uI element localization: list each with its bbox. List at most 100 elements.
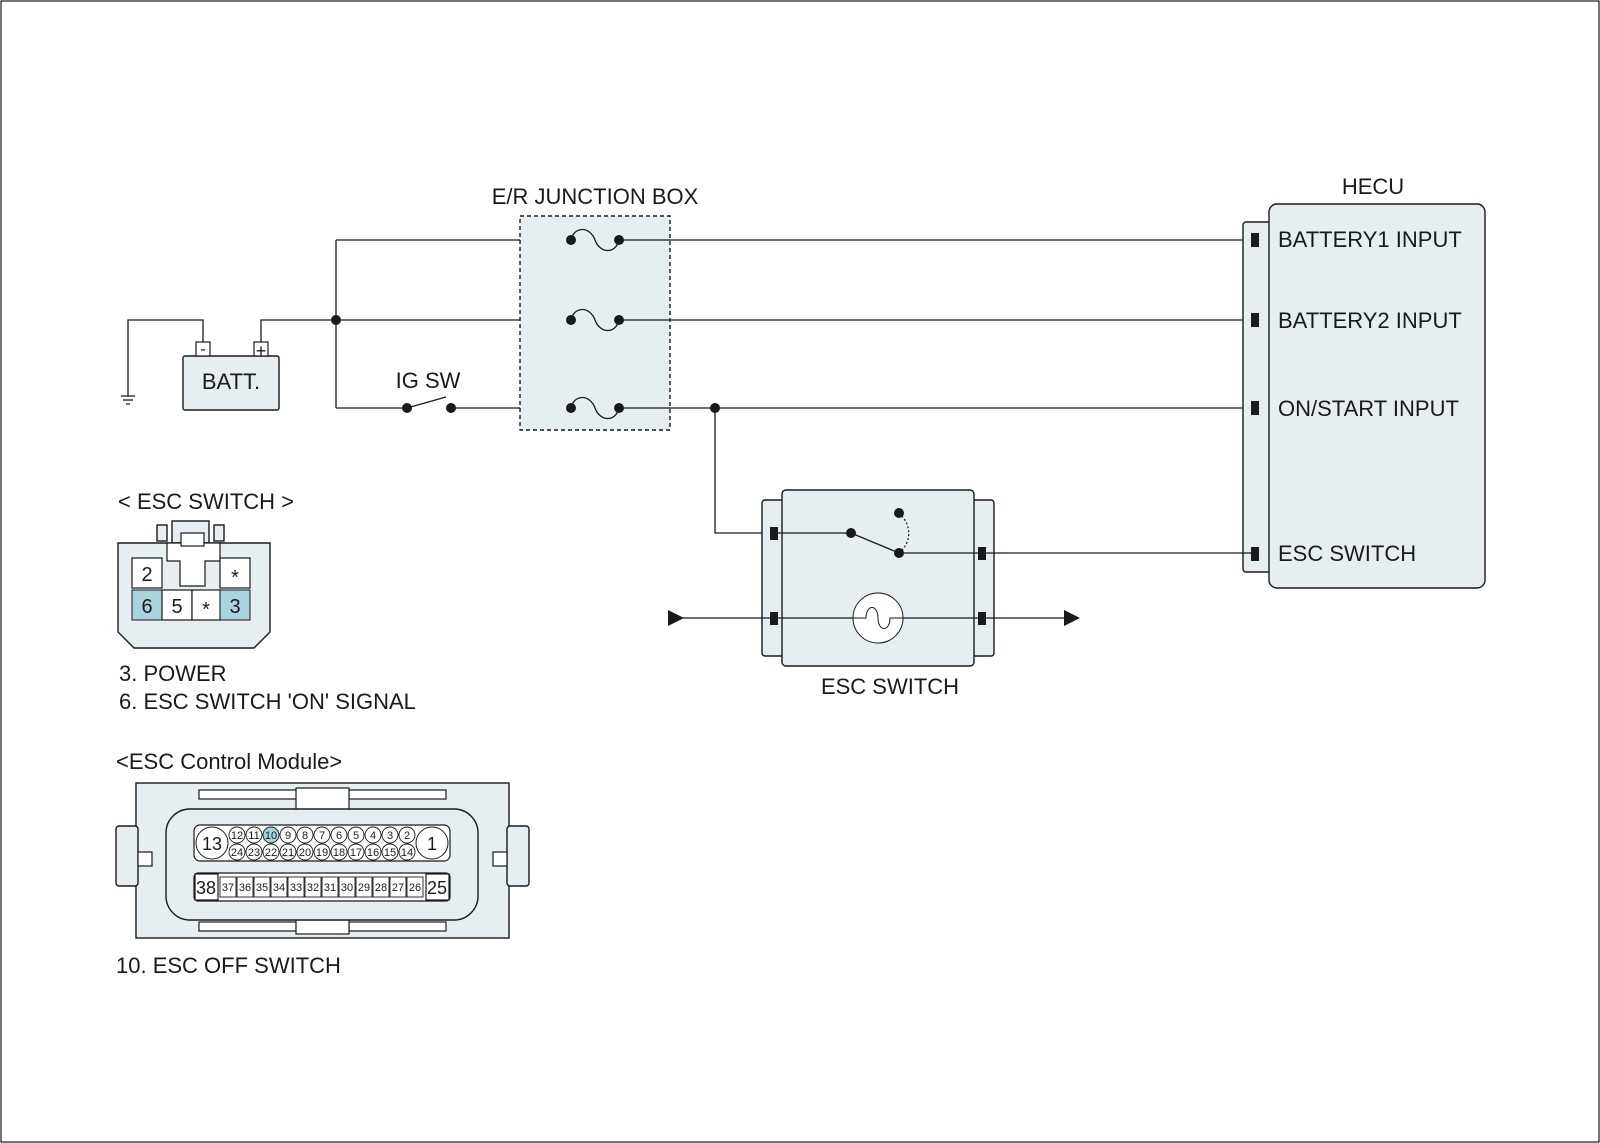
hecu-pin-on-start: ON/START INPUT (1278, 396, 1459, 421)
esc-module-pin: 35 (256, 882, 268, 894)
esc-module-pin: 30 (341, 882, 353, 894)
esc-module-pin: 17 (350, 847, 362, 859)
esc-switch-legend: 6. ESC SWITCH 'ON' SIGNAL (119, 689, 416, 714)
hecu-pin-terminal (1251, 547, 1259, 561)
arrow-out-icon (1064, 610, 1080, 626)
esc-switch-connector: < ESC SWITCH > 2 * 6 5 * 3 3. POWER 6. E… (117, 489, 416, 714)
esc-module-pin: 29 (358, 882, 370, 894)
esc-module-pin-shape (381, 826, 399, 844)
esc-module-pin-shape (381, 843, 399, 861)
esc-module-pin: 34 (273, 882, 285, 894)
esc-module-pin: 28 (375, 882, 387, 894)
battery: - + BATT. (182, 341, 280, 411)
battery-pos-label: + (256, 341, 267, 361)
battery-label: BATT. (202, 369, 260, 394)
esc-module-pin: 32 (307, 882, 319, 894)
esc-switch-label: ESC SWITCH (821, 674, 959, 699)
esc-switch-pin: 6 (141, 596, 152, 618)
hecu-pin-terminal (1251, 401, 1259, 415)
esc-switch-pin: * (231, 567, 239, 589)
esc-module-pin: 25 (427, 878, 447, 898)
esc-module-pin-shape (406, 876, 424, 898)
esc-module-pin-shape (253, 876, 271, 898)
esc-module-pin-shape (270, 876, 288, 898)
esc-module-pin: 4 (370, 830, 376, 842)
esc-module-pin: 6 (336, 830, 342, 842)
esc-module-pin: 37 (222, 882, 234, 894)
esc-module-pin: 7 (319, 830, 325, 842)
esc-module-pin-shape (219, 876, 237, 898)
esc-module-pin: 12 (231, 830, 243, 842)
esc-module-pin-shape (347, 826, 365, 844)
esc-switch-feed-wire (714, 408, 773, 534)
esc-module-pin-shape (321, 876, 339, 898)
esc-module-pin-shape (228, 843, 246, 861)
esc-module-pin: 2 (404, 830, 410, 842)
esc-module-pin: 20 (299, 847, 311, 859)
esc-module-pin: 23 (248, 847, 260, 859)
esc-module-pin-shape (262, 826, 280, 844)
esc-module-pin-shape (228, 826, 246, 844)
esc-module-pin: 13 (202, 834, 222, 854)
esc-module-pin-shape (262, 843, 280, 861)
esc-module-pin-shape (313, 826, 331, 844)
ground-symbol (121, 319, 204, 405)
esc-module-connector-title: <ESC Control Module> (116, 749, 342, 774)
esc-module-pin-shape (364, 826, 382, 844)
battery-neg-label: - (200, 341, 205, 358)
esc-module-pin-shape (389, 876, 407, 898)
esc-module-pin: 19 (316, 847, 328, 859)
esc-module-pin: 22 (265, 847, 277, 859)
esc-module-pin-shape (236, 876, 254, 898)
esc-module-pin: 11 (248, 830, 259, 842)
hecu-module: HECU BATTERY1 INPUT BATTERY2 INPUT ON/ST… (1242, 174, 1486, 589)
esc-module-pin-shape (296, 843, 314, 861)
esc-switch-terminal (770, 612, 778, 625)
esc-module-pin-shape (313, 843, 331, 861)
battery-positive-wire (260, 319, 336, 342)
esc-switch-terminal (978, 547, 986, 560)
hecu-pin-terminal (1251, 313, 1259, 327)
esc-module-pin: 33 (290, 882, 302, 894)
esc-module-pin-shape (338, 876, 356, 898)
esc-module-pin: 15 (384, 847, 396, 859)
hecu-pin-esc-switch: ESC SWITCH (1278, 541, 1416, 566)
hecu-title: HECU (1342, 174, 1404, 199)
esc-module-pin: 27 (392, 882, 404, 894)
esc-switch-connector-title: < ESC SWITCH > (118, 489, 294, 514)
hecu-pin-terminal (1251, 233, 1259, 247)
esc-switch-component: ESC SWITCH (761, 489, 995, 699)
esc-module-pin-shape (245, 826, 263, 844)
esc-module-pin-shape (296, 826, 314, 844)
esc-switch-pin: 5 (171, 596, 182, 618)
ig-sw-label: IG SW (396, 368, 461, 393)
esc-module-pin: 16 (367, 847, 379, 859)
esc-module-pin: 1 (427, 834, 437, 854)
esc-module-pin-shape (279, 843, 297, 861)
hecu-pin-battery1: BATTERY1 INPUT (1278, 227, 1462, 252)
esc-module-pin: 24 (231, 847, 243, 859)
esc-module-pin: 3 (387, 830, 393, 842)
esc-module-pin: 26 (409, 882, 421, 894)
esc-module-pin-shape (279, 826, 297, 844)
esc-module-pin: 5 (353, 830, 359, 842)
esc-module-pin-shape (364, 843, 382, 861)
esc-module-pin-shape (398, 826, 416, 844)
esc-module-pin-shape (372, 876, 390, 898)
esc-switch-terminal (978, 612, 986, 625)
esc-module-pin-shape (330, 843, 348, 861)
esc-module-pin: 8 (302, 830, 308, 842)
esc-module-pin-shape (330, 826, 348, 844)
junction-box-label: E/R JUNCTION BOX (492, 184, 699, 209)
esc-switch-pin: * (202, 599, 210, 621)
arrow-in-icon (668, 610, 684, 626)
hecu-pin-battery2: BATTERY2 INPUT (1278, 308, 1462, 333)
esc-module-pin: 31 (324, 882, 336, 894)
esc-module-pin: 18 (333, 847, 345, 859)
esc-module-pin-shape (304, 876, 322, 898)
esc-module-pin: 9 (285, 830, 291, 842)
